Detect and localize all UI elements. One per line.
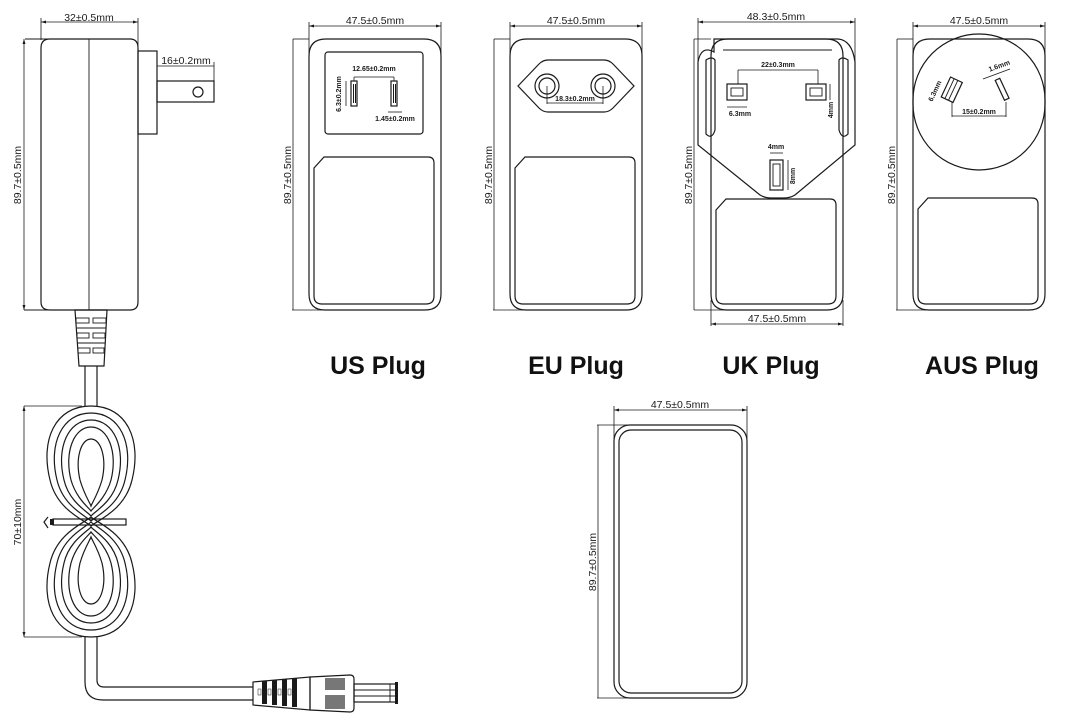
arrow-head <box>711 322 716 326</box>
us-plug-view: 47.5±0.5mm 12.65±0.2mm 6.3±0.2mm 1.45±0.… <box>282 15 442 380</box>
arrow-head <box>614 408 619 412</box>
pin-left <box>940 76 964 104</box>
dim-pin-thickness: 1.6mm <box>988 60 1011 74</box>
plug-lower-panel <box>313 156 435 305</box>
arrow-head <box>22 632 26 637</box>
arrow-head <box>510 24 515 28</box>
arrow-head <box>637 24 642 28</box>
back-outer <box>613 424 748 699</box>
pin-right-inner <box>809 87 823 97</box>
cable-coil <box>46 405 136 638</box>
back-inner <box>618 429 743 694</box>
plug-lower-panel <box>917 197 1039 305</box>
back-view: 47.5±0.5mm 89.7±0.5mm <box>587 399 748 699</box>
dim-width: 47.5±0.5mm <box>950 15 1009 27</box>
cable <box>84 637 253 701</box>
pin-right <box>994 77 1010 102</box>
dim-pin-spacing: 22±0.3mm <box>761 62 795 69</box>
plug-lower-panel <box>715 198 837 305</box>
side-slot-left <box>705 57 716 137</box>
dim-pin-width: 6.3mm <box>729 111 751 118</box>
aus-plug-view: 47.5±0.5mm 6.3mm 1.6mm 15±0.2mm 89.7±0.5… <box>886 15 1046 380</box>
caption-aus-plug: AUS Plug <box>925 352 1039 380</box>
caption-us-plug: US Plug <box>330 352 426 380</box>
arrow-head <box>742 408 747 412</box>
dim-bottom-width: 47.5±0.5mm <box>748 313 807 325</box>
eu-plug-view: 47.5±0.5mm 18.3±0.2mm 89.7±0.5mm EU Plug <box>483 15 643 380</box>
plug-label-area <box>324 51 424 135</box>
plug-face-circle <box>912 33 1046 171</box>
plug-body <box>509 38 643 311</box>
pin-right <box>805 83 827 101</box>
cable-tie-head <box>50 519 54 525</box>
plug-body <box>710 38 844 311</box>
dim-width: 47.5±0.5mm <box>346 15 405 27</box>
arrow-head <box>698 20 703 24</box>
prong-hole <box>192 86 204 98</box>
dim-coil-length: 70±10mm <box>12 498 24 545</box>
dim-top-width: 48.3±0.5mm <box>747 11 806 23</box>
arrow-head <box>22 39 26 44</box>
dim-height: 89.7±0.5mm <box>683 146 695 205</box>
dim-pin-thickness: 1.45±0.2mm <box>375 116 415 123</box>
pin-left-inner <box>730 87 744 97</box>
arrow-head <box>1040 24 1045 28</box>
dim-width: 47.5±0.5mm <box>547 15 606 27</box>
caption-uk-plug: UK Plug <box>722 352 819 380</box>
side-slot-right <box>838 57 849 137</box>
plug-body <box>912 38 1046 311</box>
prong-base <box>137 50 158 135</box>
dim-height: 89.7±0.5mm <box>282 146 294 205</box>
arrow-head <box>850 20 855 24</box>
arrow-head <box>436 24 441 28</box>
arrow-head <box>913 24 918 28</box>
uk-plug-view: 48.3±0.5mm 22±0.3mm 6.3mm 4mm 4mm 8mm 89… <box>683 11 856 380</box>
dim-pin-spacing: 18.3±0.2mm <box>555 96 595 103</box>
arrow-head <box>41 20 46 24</box>
cable <box>96 637 253 688</box>
arrow-head <box>22 406 26 411</box>
plug-lower-panel <box>514 156 636 305</box>
dim-prong-length: 16±0.2mm <box>161 55 211 67</box>
plug-face <box>697 38 856 199</box>
dim-width: 47.5±0.5mm <box>651 399 710 411</box>
earth-pin-inner <box>772 163 781 187</box>
dim-body-width: 32±0.5mm <box>64 12 114 24</box>
dim-pin-length: 6.3±0.2mm <box>336 76 343 112</box>
dim-height: 89.7±0.5mm <box>587 533 599 592</box>
arrow-head <box>22 305 26 310</box>
dim-earth-width: 4mm <box>768 144 784 151</box>
dc-barrel-plug <box>252 674 398 713</box>
arrow-head <box>309 24 314 28</box>
pin-left <box>726 83 748 101</box>
prong <box>156 80 215 103</box>
earth-pin <box>769 159 784 191</box>
dim-height: 89.7±0.5mm <box>886 146 898 205</box>
arrow-head <box>838 322 843 326</box>
plug-face <box>517 59 635 113</box>
plug-body <box>308 38 442 311</box>
adapter-body <box>40 38 139 311</box>
dim-body-height: 89.7±0.5mm <box>12 146 24 205</box>
dim-pin-spacing: 12.65±0.2mm <box>352 66 396 73</box>
strain-relief <box>74 309 108 367</box>
dim-pin-spacing: 15±0.2mm <box>962 109 996 116</box>
arrow-head <box>133 20 138 24</box>
dim-line-pin-thickness <box>982 68 1011 80</box>
dim-earth-height: 8mm <box>790 168 797 184</box>
dim-pin-height: 4mm <box>828 102 835 118</box>
adapter-side-view: 32±0.5mm 16±0.2mm 89.7±0.5mm <box>12 12 398 713</box>
dim-pin-length: 6.3mm <box>928 80 944 103</box>
strain-relief-slots <box>75 317 107 354</box>
cable-tie-tail <box>43 516 49 529</box>
caption-eu-plug: EU Plug <box>528 352 624 380</box>
dim-height: 89.7±0.5mm <box>483 146 495 205</box>
